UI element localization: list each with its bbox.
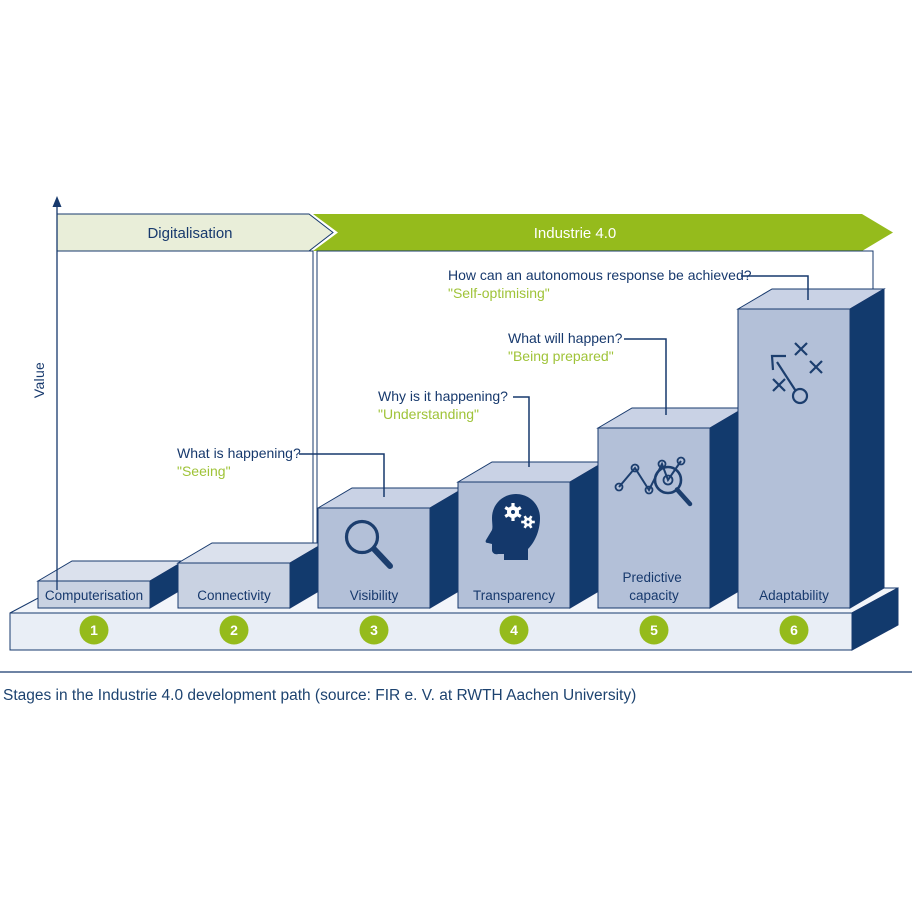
stage-block-predictive-capacity: Predictive capacity [596, 407, 746, 609]
head-gears-icon [485, 494, 540, 560]
stage-number: 5 [650, 622, 658, 638]
stage-number: 1 [90, 622, 98, 638]
stage-number-badge [219, 615, 249, 645]
trend-analysis-icon [614, 456, 693, 507]
connector-line-adaptability [741, 275, 809, 300]
stage-label: Transparency [473, 588, 555, 603]
magnifier-icon [344, 519, 393, 569]
stage-number: 6 [790, 622, 798, 638]
digitalisation-banner-label: Digitalisation [147, 225, 232, 242]
question-adaptability: How can an autonomous response be achiev… [448, 267, 752, 283]
value-axis-label: Value [31, 362, 47, 398]
stage-block-transparency: Transparency [456, 461, 606, 609]
stage-block-computerisation: Computerisation [36, 560, 186, 609]
stage-number-badge [779, 615, 809, 645]
stage-label: Connectivity [197, 588, 271, 603]
block-front-face [737, 308, 851, 609]
stage-label: Computerisation [45, 588, 143, 603]
keyword-predictive: "Being prepared" [508, 348, 614, 364]
block-side-face [849, 288, 885, 609]
digitalisation-region-box [56, 250, 314, 591]
axis-arrowhead [52, 196, 62, 207]
stage-number-badge [359, 615, 389, 645]
stage-label: Adaptability [759, 588, 829, 603]
platform-front-face [9, 612, 853, 651]
question-predictive: What will happen? [508, 330, 623, 346]
stage-number-badge [499, 615, 529, 645]
stage-block-connectivity: Connectivity [176, 542, 326, 609]
block-front-face [317, 507, 431, 609]
block-front-face [177, 562, 291, 609]
connector-line-visibility [299, 453, 385, 497]
stage-label: Visibility [350, 588, 399, 603]
stage-number: 4 [510, 622, 518, 638]
stage-number-badge [639, 615, 669, 645]
stage-block-visibility: Visibility [316, 487, 466, 609]
caption: Stages in the Industrie 4.0 development … [3, 687, 636, 704]
stage-label: Predictive capacity [622, 570, 685, 603]
question-visibility: What is happening? [177, 445, 301, 461]
keyword-transparency: "Understanding" [378, 406, 479, 422]
question-transparency: Why is it happening? [378, 388, 508, 404]
keyword-visibility: "Seeing" [177, 463, 231, 479]
stage-number: 2 [230, 622, 238, 638]
stage-block-adaptability: Adaptability [736, 288, 886, 609]
strategy-icon [770, 342, 823, 405]
stage-number-badge [79, 615, 109, 645]
block-front-face [597, 427, 711, 609]
industrie40-banner [313, 214, 893, 251]
connector-line-transparency [513, 396, 530, 467]
keyword-adaptability: "Self-optimising" [448, 285, 550, 301]
block-front-face [37, 580, 151, 609]
value-axis: Value [31, 196, 62, 590]
industrie40-banner-label: Industrie 4.0 [534, 225, 617, 242]
connector-line-predictive [624, 338, 667, 415]
stage-number: 3 [370, 622, 378, 638]
stage-number-badges: 1 2 3 4 5 6 [79, 615, 809, 645]
